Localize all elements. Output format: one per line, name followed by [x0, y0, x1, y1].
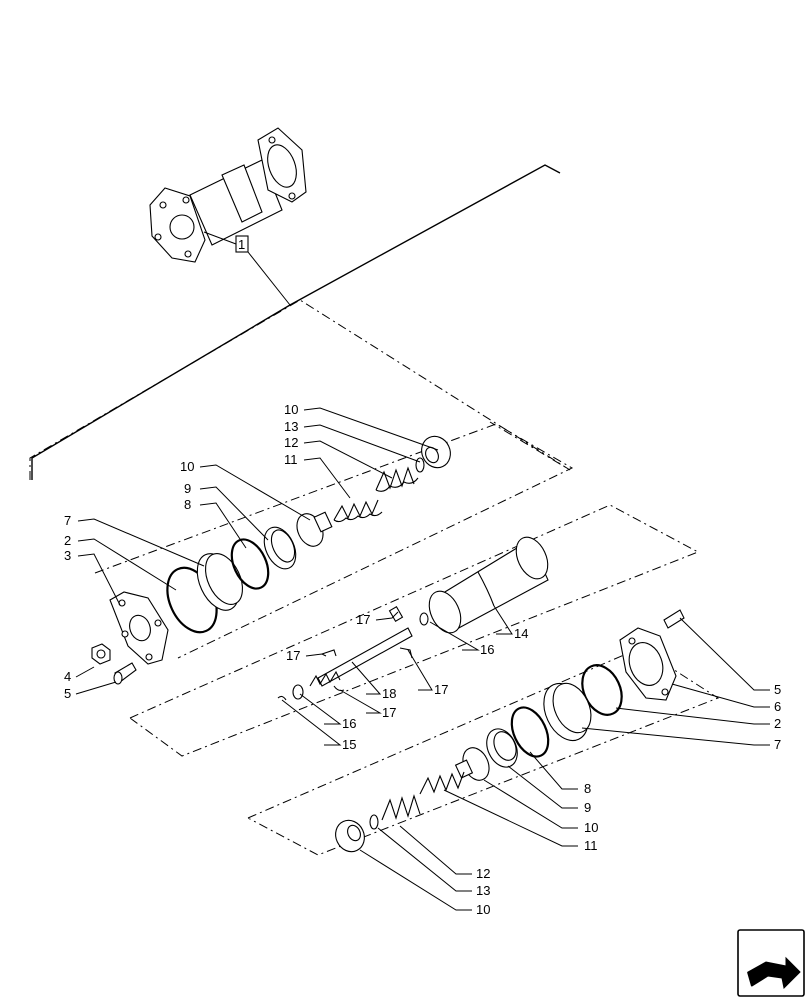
callout-8: 8 — [584, 781, 591, 796]
lower-group-outline — [247, 647, 720, 856]
upper-group-outline — [29, 299, 571, 480]
middle-parts — [277, 536, 549, 701]
next-page-arrow-icon[interactable] — [737, 929, 805, 997]
middle-group-outline — [129, 504, 700, 757]
callout-12: 12 — [476, 866, 490, 881]
assembly-callout: 1 — [203, 231, 291, 306]
upper-inner-outline — [94, 423, 574, 659]
callout-13: 13 — [284, 419, 298, 434]
callout-3: 3 — [64, 548, 71, 563]
callout-17: 17 — [434, 682, 448, 697]
callout-9: 9 — [584, 800, 591, 815]
assembly-callout-label: 1 — [238, 237, 245, 252]
callout-7: 7 — [64, 513, 71, 528]
callout-5: 5 — [774, 682, 781, 697]
callout-8: 8 — [184, 497, 191, 512]
callout-10: 10 — [180, 459, 194, 474]
callout-11: 11 — [284, 452, 298, 467]
callout-5: 5 — [64, 686, 71, 701]
callout-16: 16 — [342, 716, 356, 731]
callout-2: 2 — [64, 533, 71, 548]
callout-17: 17 — [286, 648, 300, 663]
assembly-bracket — [31, 164, 561, 480]
leader-lines — [75, 407, 770, 911]
valve-assembly-drawing — [149, 127, 307, 263]
callout-9: 9 — [184, 481, 191, 496]
callout-labels: 10 13 12 11 10 9 8 7 2 3 4 5 17 17 16 14… — [64, 402, 781, 917]
callout-17: 17 — [382, 705, 396, 720]
callout-2: 2 — [774, 716, 781, 731]
callout-15: 15 — [342, 737, 356, 752]
callout-17: 17 — [356, 612, 370, 627]
callout-13: 13 — [476, 883, 490, 898]
callout-14: 14 — [514, 626, 528, 641]
callout-10: 10 — [476, 902, 490, 917]
callout-10: 10 — [284, 402, 298, 417]
callout-7: 7 — [774, 737, 781, 752]
callout-6: 6 — [774, 699, 781, 714]
callout-11: 11 — [584, 838, 598, 853]
callout-18: 18 — [382, 686, 396, 701]
lower-parts — [335, 609, 685, 853]
callout-16: 16 — [480, 642, 494, 657]
upper-parts — [91, 435, 451, 685]
callout-4: 4 — [64, 669, 71, 684]
callout-12: 12 — [284, 435, 298, 450]
callout-10: 10 — [584, 820, 598, 835]
